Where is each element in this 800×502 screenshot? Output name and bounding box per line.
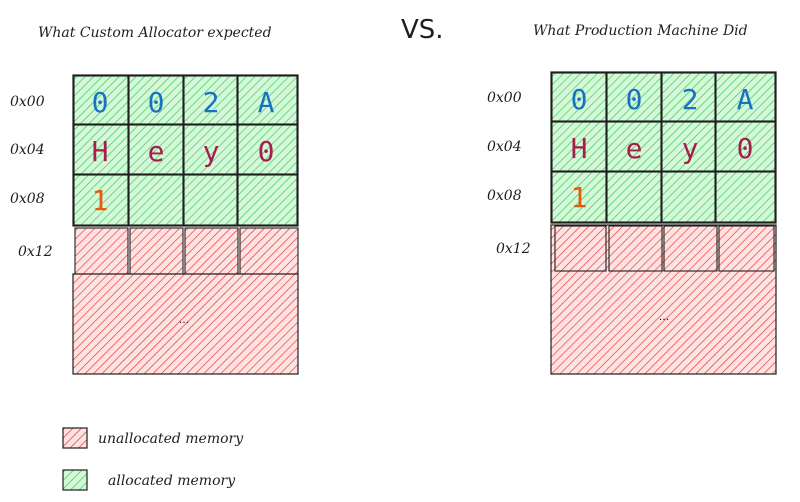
address-label: 0x12 — [18, 244, 53, 260]
address-label: 0x00 — [10, 94, 45, 110]
memory-cell — [237, 174, 298, 226]
cell-value: H — [92, 135, 109, 168]
memory-cell — [183, 124, 238, 175]
unallocated-swatch — [62, 427, 88, 449]
cell-value: 1 — [92, 184, 109, 217]
cell-value: 2 — [682, 83, 699, 116]
cell-value: 1 — [571, 181, 588, 214]
cell-value: 0 — [626, 83, 643, 116]
cell-value: 0 — [92, 86, 109, 119]
memory-cell — [606, 72, 662, 122]
legend-unallocated-label: unallocated memory — [98, 431, 244, 447]
memory-cell — [73, 174, 129, 226]
cell-value: y — [203, 135, 220, 168]
cell-value: A — [737, 83, 754, 116]
cell-value: 0 — [571, 83, 588, 116]
memory-cell — [661, 121, 716, 172]
cell-value: A — [258, 86, 275, 119]
memory-cell — [183, 75, 238, 125]
left-memory-grid: 0x00 0x04 0x08 0x12 ... — [10, 74, 299, 375]
unallocated-cell — [718, 225, 775, 272]
memory-cell — [128, 124, 184, 175]
address-label: 0x04 — [10, 142, 45, 158]
legend: unallocated memory allocated memory — [62, 427, 244, 491]
memory-cell — [73, 75, 129, 125]
memory-cell — [606, 121, 662, 172]
memory-cell — [237, 75, 298, 125]
memory-cell — [183, 174, 238, 226]
vs-label: VS. — [401, 15, 444, 45]
address-label: 0x12 — [496, 241, 531, 257]
memory-cell — [715, 121, 776, 172]
cell-value: 0 — [148, 86, 165, 119]
right-memory-grid: 0x00 0x04 0x08 0x12 ... — [487, 71, 777, 375]
memory-cell — [661, 171, 716, 223]
memory-cell — [661, 72, 716, 122]
unallocated-cell — [239, 227, 299, 275]
memory-cell — [715, 171, 776, 223]
cell-value: e — [148, 135, 165, 168]
memory-cell — [128, 174, 184, 226]
unallocated-cell — [74, 227, 129, 275]
cell-value: 2 — [203, 86, 220, 119]
unallocated-cell — [129, 227, 184, 275]
memory-cell — [128, 75, 184, 125]
memory-cell — [237, 124, 298, 175]
unallocated-cell — [663, 225, 718, 272]
cell-value: 0 — [258, 135, 275, 168]
unallocated-cell — [608, 225, 663, 272]
allocated-region — [550, 71, 777, 224]
ellipsis-label: ... — [659, 310, 670, 323]
unallocated-region — [72, 273, 299, 375]
address-label: 0x04 — [487, 139, 522, 155]
memory-cell — [73, 124, 129, 175]
memory-cell — [551, 72, 607, 122]
allocated-swatch — [62, 469, 88, 491]
cell-value: 0 — [737, 132, 754, 165]
cell-value: y — [682, 132, 699, 165]
memory-cell — [715, 72, 776, 122]
memory-cell — [606, 171, 662, 223]
address-label: 0x08 — [10, 191, 45, 207]
legend-allocated-label: allocated memory — [108, 473, 236, 489]
address-label: 0x00 — [487, 90, 522, 106]
address-label: 0x08 — [487, 188, 522, 204]
allocated-region — [72, 74, 299, 227]
right-diagram-title: What Production Machine Did — [533, 23, 748, 39]
memory-cell — [551, 121, 607, 172]
left-diagram-title: What Custom Allocator expected — [38, 25, 272, 41]
cell-value: e — [626, 132, 643, 165]
unallocated-cell — [184, 227, 239, 275]
unallocated-cell — [554, 225, 607, 272]
memory-cell — [551, 171, 607, 223]
cell-value: H — [571, 132, 588, 165]
ellipsis-label: ... — [179, 313, 190, 326]
